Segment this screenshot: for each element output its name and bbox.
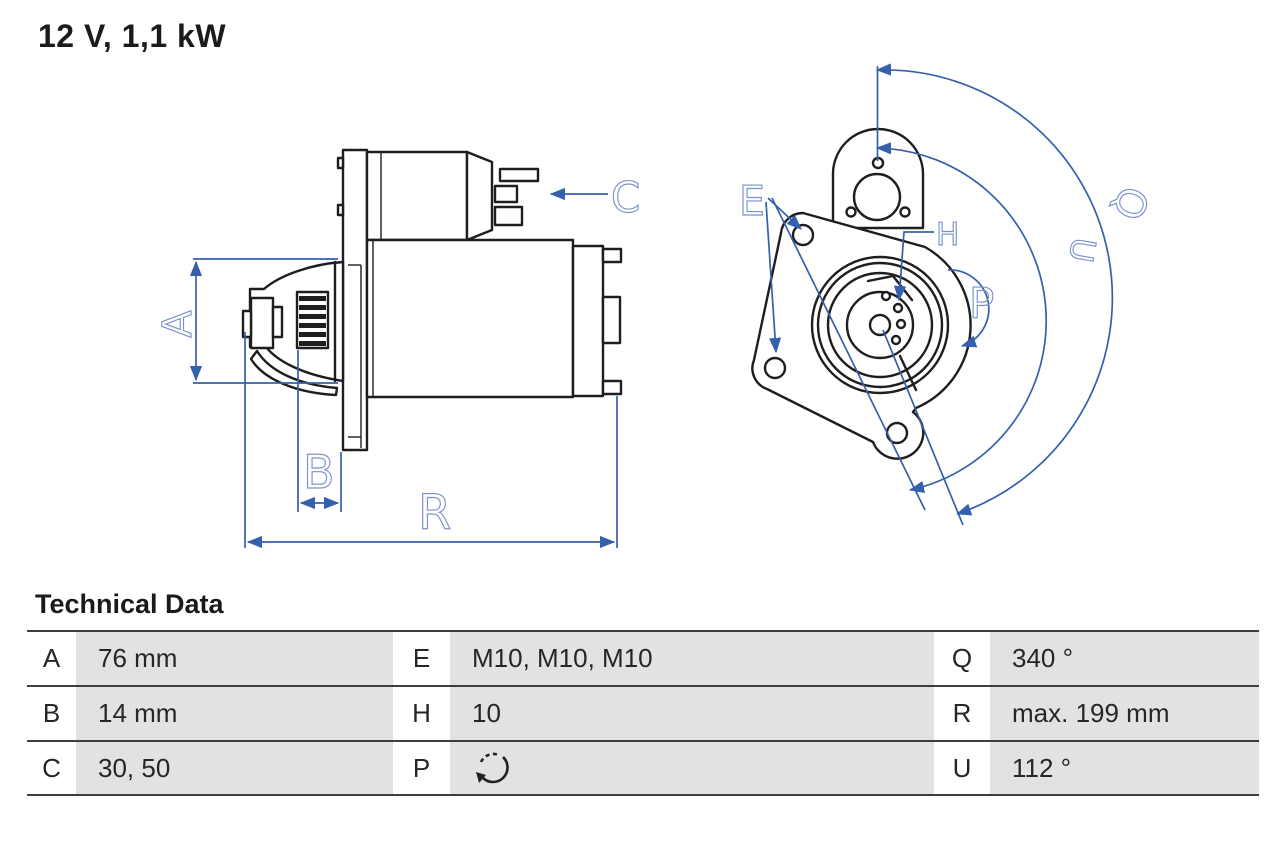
table-row: A 76 mm E M10, M10, M10 Q 340 ° — [27, 630, 1259, 685]
table-row: C 30, 50 P U 112 ° — [27, 740, 1259, 796]
pinion-gear — [295, 290, 330, 350]
shaft-bearing — [249, 296, 275, 350]
side-view-drawing: A B R C — [154, 148, 641, 549]
dim-label-P: P — [969, 279, 994, 328]
tech-value-E: M10, M10, M10 — [450, 632, 934, 685]
solenoid — [365, 150, 540, 242]
dim-label-C: C — [611, 173, 640, 222]
dim-label-H: H — [936, 217, 959, 253]
rotation-direction-icon — [476, 752, 509, 784]
arc-Q — [875, 63, 1114, 516]
rotation-direction-P: P — [947, 269, 995, 348]
tech-key-Q: Q — [934, 632, 990, 685]
dimension-R: R — [244, 332, 618, 549]
tech-key-E: E — [393, 632, 450, 685]
terminal-stud — [498, 167, 540, 183]
tech-key-A: A — [27, 632, 76, 685]
dim-label-Q: Q — [1103, 180, 1157, 226]
tech-key-H: H — [393, 687, 450, 740]
drive-housing — [241, 260, 345, 397]
tech-value-P — [450, 742, 934, 794]
tech-value-Q: 340 ° — [990, 632, 1259, 685]
tab-center-hole — [852, 172, 902, 222]
dim-label-A: A — [155, 310, 201, 338]
dimension-C: C — [549, 172, 641, 223]
drive-bearing — [810, 255, 950, 395]
dimension-B: B — [297, 350, 342, 512]
dim-label-B: B — [303, 445, 335, 499]
terminal-lug — [493, 205, 524, 227]
motor-body — [365, 238, 623, 399]
tech-key-U: U — [934, 742, 990, 794]
bolt-hole — [763, 356, 787, 380]
dim-label-R: R — [418, 485, 451, 541]
tech-key-B: B — [27, 687, 76, 740]
terminal-lug — [493, 184, 519, 204]
tech-key-R: R — [934, 687, 990, 740]
technical-data-table: A 76 mm E M10, M10, M10 Q 340 ° B 14 mm … — [27, 630, 1259, 796]
dimension-A: A — [154, 258, 338, 384]
bolt-hole — [791, 223, 815, 247]
tech-value-U: 112 ° — [990, 742, 1259, 794]
tech-value-C: 30, 50 — [76, 742, 393, 794]
mounting-flange — [336, 148, 369, 452]
arc-U — [875, 142, 1047, 493]
table-row: B 14 mm H 10 R max. 199 mm — [27, 685, 1259, 740]
tech-value-B: 14 mm — [76, 687, 393, 740]
tech-value-H: 10 — [450, 687, 934, 740]
technical-data-heading: Technical Data — [35, 589, 224, 619]
page-title: 12 V, 1,1 kW — [38, 18, 227, 54]
callout-H: H — [893, 216, 960, 302]
tech-key-P: P — [393, 742, 450, 794]
front-view-drawing: Q U E H P — [738, 63, 1158, 526]
dim-label-U: U — [1061, 235, 1104, 266]
dim-label-E: E — [739, 177, 765, 225]
tech-key-C: C — [27, 742, 76, 794]
shaft-face — [241, 309, 253, 339]
shaft-hole — [868, 313, 892, 337]
tech-value-A: 76 mm — [76, 632, 393, 685]
tech-value-R: max. 199 mm — [990, 687, 1259, 740]
bolt-callout-E: E — [738, 176, 802, 354]
